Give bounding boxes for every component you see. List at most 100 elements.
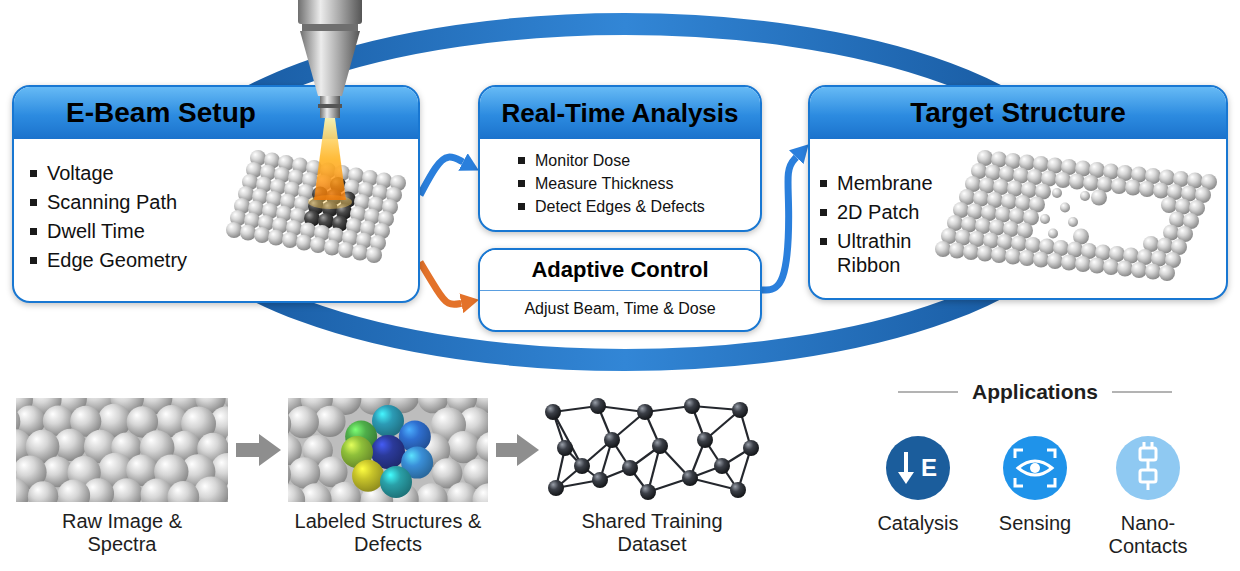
lattice-atom <box>1048 229 1058 239</box>
atom-sphere <box>111 432 141 462</box>
atom-sphere <box>209 406 228 439</box>
atom-sphere <box>126 455 157 486</box>
panel-title: Real-Time Analysis <box>502 98 739 129</box>
atom-sphere <box>289 457 321 489</box>
labeled-atom <box>371 435 405 469</box>
graph-link <box>740 410 751 448</box>
lattice-atom <box>1187 173 1203 189</box>
graph-link <box>612 412 645 440</box>
lattice-atom <box>1131 167 1147 183</box>
lattice-atom <box>324 240 340 256</box>
atom-sphere <box>288 406 319 438</box>
atom-sphere <box>447 482 478 502</box>
atom-sphere <box>288 398 305 415</box>
icon-circle <box>886 436 950 500</box>
application-icon: Nano-Contacts <box>1098 436 1198 558</box>
lattice-atom <box>1139 181 1155 197</box>
atom-sphere <box>288 408 291 441</box>
atom-sphere <box>303 435 333 465</box>
graph-link <box>556 448 565 488</box>
lattice-atom <box>306 160 322 176</box>
flow-arrow <box>420 262 461 304</box>
lattice-atom <box>1029 197 1045 213</box>
section-heading: Applications <box>972 379 1098 404</box>
atom-sphere <box>97 404 131 438</box>
lattice-atom <box>1003 221 1019 237</box>
lattice-atom <box>274 167 290 183</box>
lattice-atom <box>1117 261 1133 277</box>
bullet-marker <box>518 157 525 164</box>
lattice-atom <box>1159 170 1175 186</box>
atom-sphere <box>299 483 331 502</box>
image-caption: Raw Image & Spectra <box>47 510 197 556</box>
lattice-atom <box>977 150 993 166</box>
lattice-atom <box>372 185 388 201</box>
lattice-atom <box>1157 238 1173 254</box>
application-icon: Catalysis <box>868 436 968 535</box>
labeled-atom <box>380 466 412 498</box>
lattice-atom <box>302 172 318 188</box>
lattice-atom <box>374 223 390 239</box>
graph-node <box>574 458 590 474</box>
lattice-atom <box>258 215 274 231</box>
data-thumbnail: Raw Image & Spectra <box>8 398 236 556</box>
lattice-atom <box>1095 245 1111 261</box>
lattice-atom <box>971 163 987 179</box>
atom-sphere <box>447 431 479 463</box>
lattice-atom <box>1143 236 1159 252</box>
lattice-atom <box>1183 213 1199 229</box>
lattice-atom <box>1053 240 1069 256</box>
lattice-atom <box>1171 239 1187 255</box>
lattice-atom <box>1173 171 1189 187</box>
graph-node <box>743 440 759 456</box>
lattice-atom <box>1023 210 1039 226</box>
graph-link <box>690 440 705 478</box>
lattice-atom <box>1075 256 1091 272</box>
graph-link <box>690 466 722 478</box>
lattice-atom <box>280 194 296 210</box>
atom-sphere <box>54 398 87 415</box>
lattice-atom <box>993 179 1009 195</box>
lattice-atom <box>366 247 382 263</box>
atom-sphere <box>28 481 58 502</box>
lattice-atom <box>314 225 330 241</box>
graph-node <box>604 432 620 448</box>
lattice-atom <box>350 206 366 222</box>
icon-glyph <box>898 472 914 484</box>
lattice-atom <box>1167 184 1183 200</box>
lattice-atom <box>346 218 362 234</box>
lattice-atom <box>965 176 981 192</box>
atom-sphere <box>357 398 390 415</box>
atom-sphere <box>387 483 419 502</box>
labeled-atom <box>345 421 377 453</box>
atom-sphere <box>181 406 216 441</box>
lattice-atom <box>1201 174 1217 190</box>
lattice-atom <box>947 215 963 231</box>
image-caption: Shared Training Dataset <box>570 510 735 556</box>
atom-sphere <box>98 453 132 487</box>
atom-sphere <box>26 430 60 464</box>
lattice-atom <box>268 230 284 246</box>
lattice-atom <box>310 237 326 253</box>
atom-sphere <box>197 433 228 465</box>
lattice-atom <box>1017 223 1033 239</box>
lattice-atom <box>1083 175 1099 191</box>
lattice-atom <box>234 198 250 214</box>
icon-caption: Nano-Contacts <box>1098 512 1198 558</box>
lattice-atom <box>226 222 242 238</box>
lattice-atom <box>1061 159 1077 175</box>
lattice-atom <box>334 165 350 181</box>
lattice-atom <box>1019 155 1035 171</box>
lattice-atom <box>1089 162 1105 178</box>
image-ground <box>16 398 228 502</box>
process-panel: Adaptive ControlAdjust Beam, Time & Dose <box>478 248 762 332</box>
graph-link <box>600 440 612 480</box>
lattice-atom <box>308 199 324 215</box>
lattice-atom <box>336 204 352 220</box>
icon-letter: E <box>921 454 937 483</box>
lattice-atom <box>1081 243 1097 259</box>
graph-link <box>690 478 738 490</box>
labeled-atom <box>401 447 433 479</box>
lattice-atom <box>1001 194 1017 210</box>
lattice-atom <box>1013 168 1029 184</box>
